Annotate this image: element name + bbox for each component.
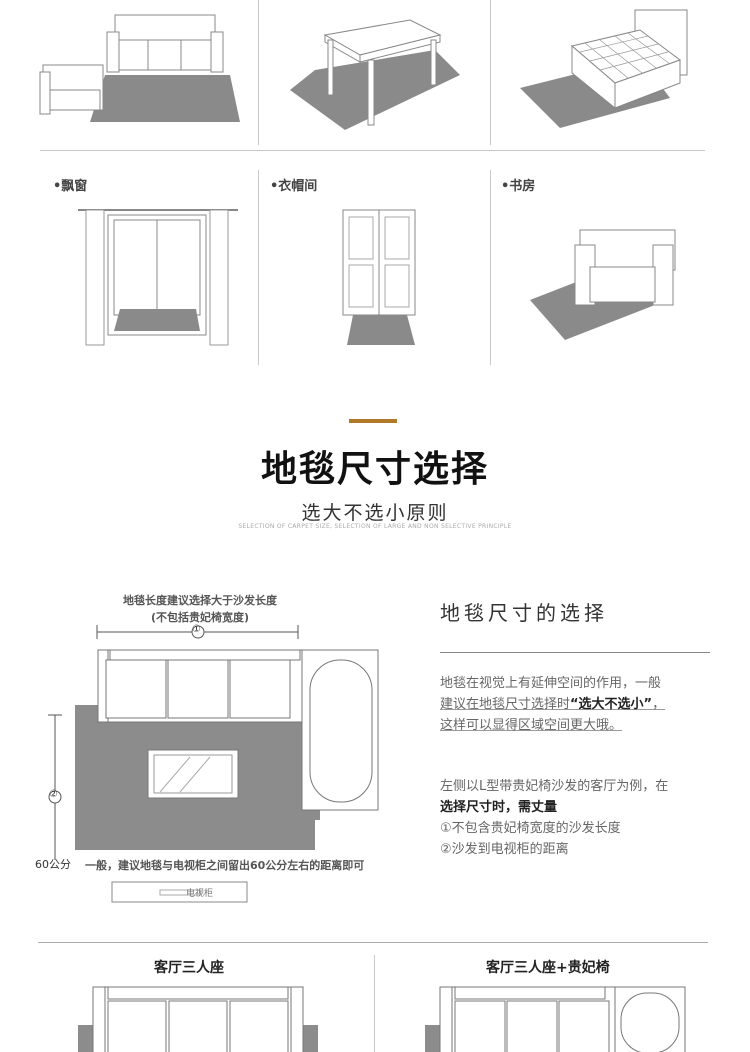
right-panel-title: 地毯尺寸的选择 (440, 601, 608, 625)
dining-room-illustration (290, 19, 460, 130)
bay-window-illustration (78, 209, 238, 346)
p1-line2-post: ， (652, 697, 666, 712)
bottom-right-label: 客厅三人座+贵妃椅 (486, 960, 610, 976)
p2-line3: ①不包含贵妃椅宽度的沙发长度 (440, 821, 621, 836)
bottom-divider (38, 942, 708, 943)
grid-divider (40, 150, 705, 151)
right-panel-divider (440, 652, 710, 653)
distance-note: 一般，建议地毯与电视柜之间留出60公分左右的距离即可 (85, 859, 365, 872)
length-note: 地毯长度建议选择大于沙发长度 (不包括贵妃椅宽度) (95, 592, 305, 626)
p1-line2-bold: “选大不选小” (570, 697, 653, 712)
marker-2: ② (49, 789, 58, 800)
study-illustration (530, 229, 676, 340)
p2-line4: ②沙发到电视柜的距离 (440, 842, 569, 857)
marker-1: ① (192, 624, 201, 635)
bottom-left-label: 客厅三人座 (154, 960, 224, 976)
grid-divider (490, 170, 491, 365)
bedroom-illustration (520, 9, 688, 128)
p1-line3: 这样可以显得区域空间更大哦。 (440, 718, 623, 733)
length-note-line2: (不包括贵妃椅宽度) (150, 611, 250, 624)
grid-divider (258, 170, 259, 365)
p1-line2: 建议在地毯尺寸选择时“选大不选小”， (440, 694, 715, 715)
three-seat-sofa-plan (78, 986, 318, 1052)
cloakroom-illustration (342, 209, 416, 345)
grid-divider (258, 0, 259, 145)
p2-line2: 选择尺寸时，需丈量 (440, 797, 715, 818)
section-subtitle: 选大不选小原则 (301, 502, 449, 524)
accent-bar (349, 419, 397, 423)
distance-label: 60公分 (35, 858, 71, 871)
bottom-column-divider (374, 955, 375, 1052)
intro-paragraph: 地毯在视觉上有延伸空间的作用，一般 建议在地毯尺寸选择时“选大不选小”， 这样可… (440, 673, 715, 736)
tv-cabinet-label: 电视柜 (186, 889, 214, 899)
room-label-bay-window: •飘窗 (53, 179, 88, 194)
p1-line1: 地毯在视觉上有延伸空间的作用，一般 (440, 676, 662, 691)
section-subtitle-en: SELECTION OF CARPET SIZE, SELECTION OF L… (238, 523, 512, 530)
sofa-plan-diagram (48, 625, 379, 903)
room-label-cloakroom: •衣帽间 (270, 179, 318, 194)
example-paragraph: 左侧以L型带贵妃椅沙发的客厅为例，在 选择尺寸时，需丈量 ①不包含贵妃椅宽度的沙… (440, 776, 715, 860)
three-seat-chaise-sofa-plan (425, 986, 686, 1052)
living-room-illustration (39, 14, 240, 122)
section-title: 地毯尺寸选择 (260, 449, 489, 490)
p2-line2-text: 选择尺寸时，需丈量 (440, 800, 558, 815)
room-label-study: •书房 (501, 179, 536, 194)
p1-line2-pre: 建议在地毯尺寸选择时 (440, 697, 571, 712)
p2-line1: 左侧以L型带贵妃椅沙发的客厅为例，在 (440, 779, 669, 794)
grid-divider (490, 0, 491, 145)
length-note-line1: 地毯长度建议选择大于沙发长度 (123, 594, 277, 607)
